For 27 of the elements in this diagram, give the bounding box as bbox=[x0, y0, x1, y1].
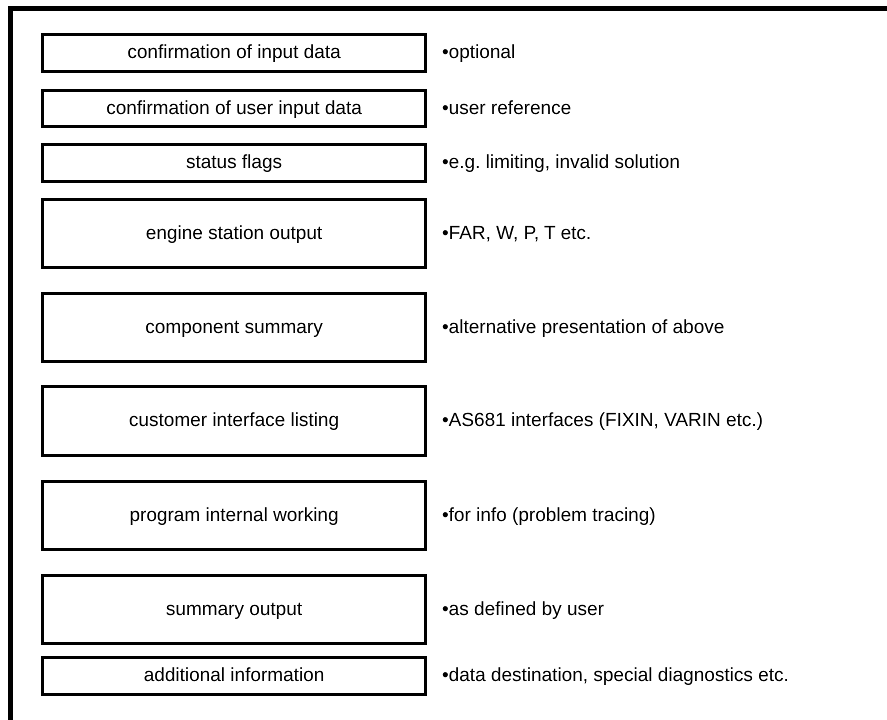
box-label: status flags bbox=[186, 152, 282, 174]
description-text: •as defined by user bbox=[442, 598, 604, 620]
box-label: customer interface listing bbox=[128, 410, 340, 432]
output-category-box bbox=[41, 33, 427, 73]
output-category-box bbox=[41, 574, 427, 645]
description-text: •AS681 interfaces (FIXIN, VARIN etc.) bbox=[442, 410, 763, 432]
description-text: •user reference bbox=[442, 98, 572, 120]
description-text: •e.g. limiting, invalid solution bbox=[442, 152, 680, 174]
box-label: program internal working bbox=[129, 504, 339, 526]
output-category-box bbox=[41, 143, 427, 183]
output-category-box bbox=[41, 480, 427, 551]
description-text: •FAR, W, P, T etc. bbox=[442, 222, 592, 244]
output-category-box bbox=[41, 89, 427, 128]
description-text: •optional bbox=[442, 42, 516, 64]
box-label: confirmation of input data bbox=[127, 42, 341, 64]
box-label: component summary bbox=[145, 316, 323, 338]
output-category-box bbox=[41, 385, 427, 457]
box-label: confirmation of user input data bbox=[106, 98, 362, 120]
box-label: summary output bbox=[166, 598, 302, 620]
output-category-box bbox=[41, 292, 427, 363]
output-category-box bbox=[41, 656, 427, 696]
description-text: •alternative presentation of above bbox=[442, 316, 724, 338]
description-text: •for info (problem tracing) bbox=[442, 504, 656, 526]
box-label: engine station output bbox=[146, 222, 322, 244]
box-label: additional information bbox=[144, 665, 324, 687]
description-text: •data destination, special diagnostics etc. bbox=[442, 665, 789, 687]
output-category-box bbox=[41, 198, 427, 269]
